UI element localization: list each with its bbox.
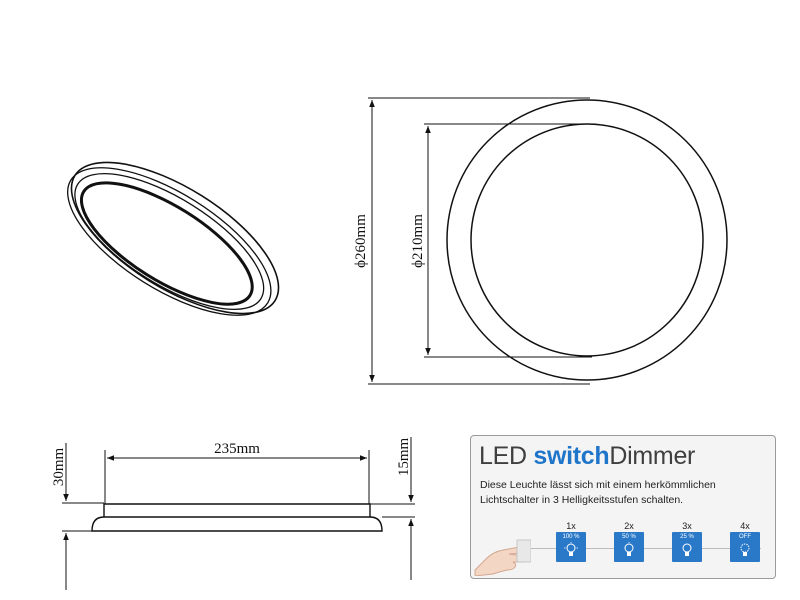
bulb-icon <box>624 542 634 556</box>
hand-icon <box>474 539 531 576</box>
bulb-icon <box>682 543 692 556</box>
bulb-icon <box>564 542 578 556</box>
inner-width-label: 235mm <box>214 441 260 457</box>
title-dimmer: Dimmer <box>609 442 696 470</box>
outer-diameter-label: ϕ260mm <box>353 214 369 268</box>
step-count: 4x <box>740 521 750 531</box>
step-count: 3x <box>682 521 692 531</box>
perspective-view <box>67 161 280 316</box>
title-led: LED <box>479 442 534 470</box>
step-box: OFF <box>730 532 760 562</box>
top-view: ϕ260mm ϕ210mm <box>353 97 728 385</box>
body-height-label: 15mm <box>396 438 412 477</box>
step-2: 2x 50 % <box>614 520 644 562</box>
step-label: OFF <box>739 534 751 540</box>
step-4: 4x OFF <box>730 520 760 562</box>
step-3: 3x 25 % <box>672 520 702 562</box>
step-label: 100 % <box>562 534 580 540</box>
total-height-label: 30mm <box>51 448 67 487</box>
bulb-icon <box>740 543 750 556</box>
step-count: 2x <box>624 521 634 531</box>
led-switch-dimmer-panel: LED switchDimmer Diese Leuchte lässt sic… <box>470 435 776 579</box>
step-label: 50 % <box>622 534 636 540</box>
step-box: 100 % <box>556 532 586 562</box>
step-connector-line <box>531 548 761 549</box>
step-box: 50 % <box>614 532 644 562</box>
side-view: 235mm 30mm 15mm <box>51 437 415 590</box>
title-switch: switch <box>533 442 610 470</box>
step-count: 1x <box>566 521 576 531</box>
led-panel-title: LED switchDimmer <box>479 442 695 471</box>
step-box: 25 % <box>672 532 702 562</box>
step-label: 25 % <box>680 534 694 540</box>
inner-diameter-label: ϕ210mm <box>410 214 426 268</box>
step-1: 1x 100 % <box>556 520 586 562</box>
led-panel-description: Diese Leuchte lässt sich mit einem herkö… <box>480 479 716 506</box>
